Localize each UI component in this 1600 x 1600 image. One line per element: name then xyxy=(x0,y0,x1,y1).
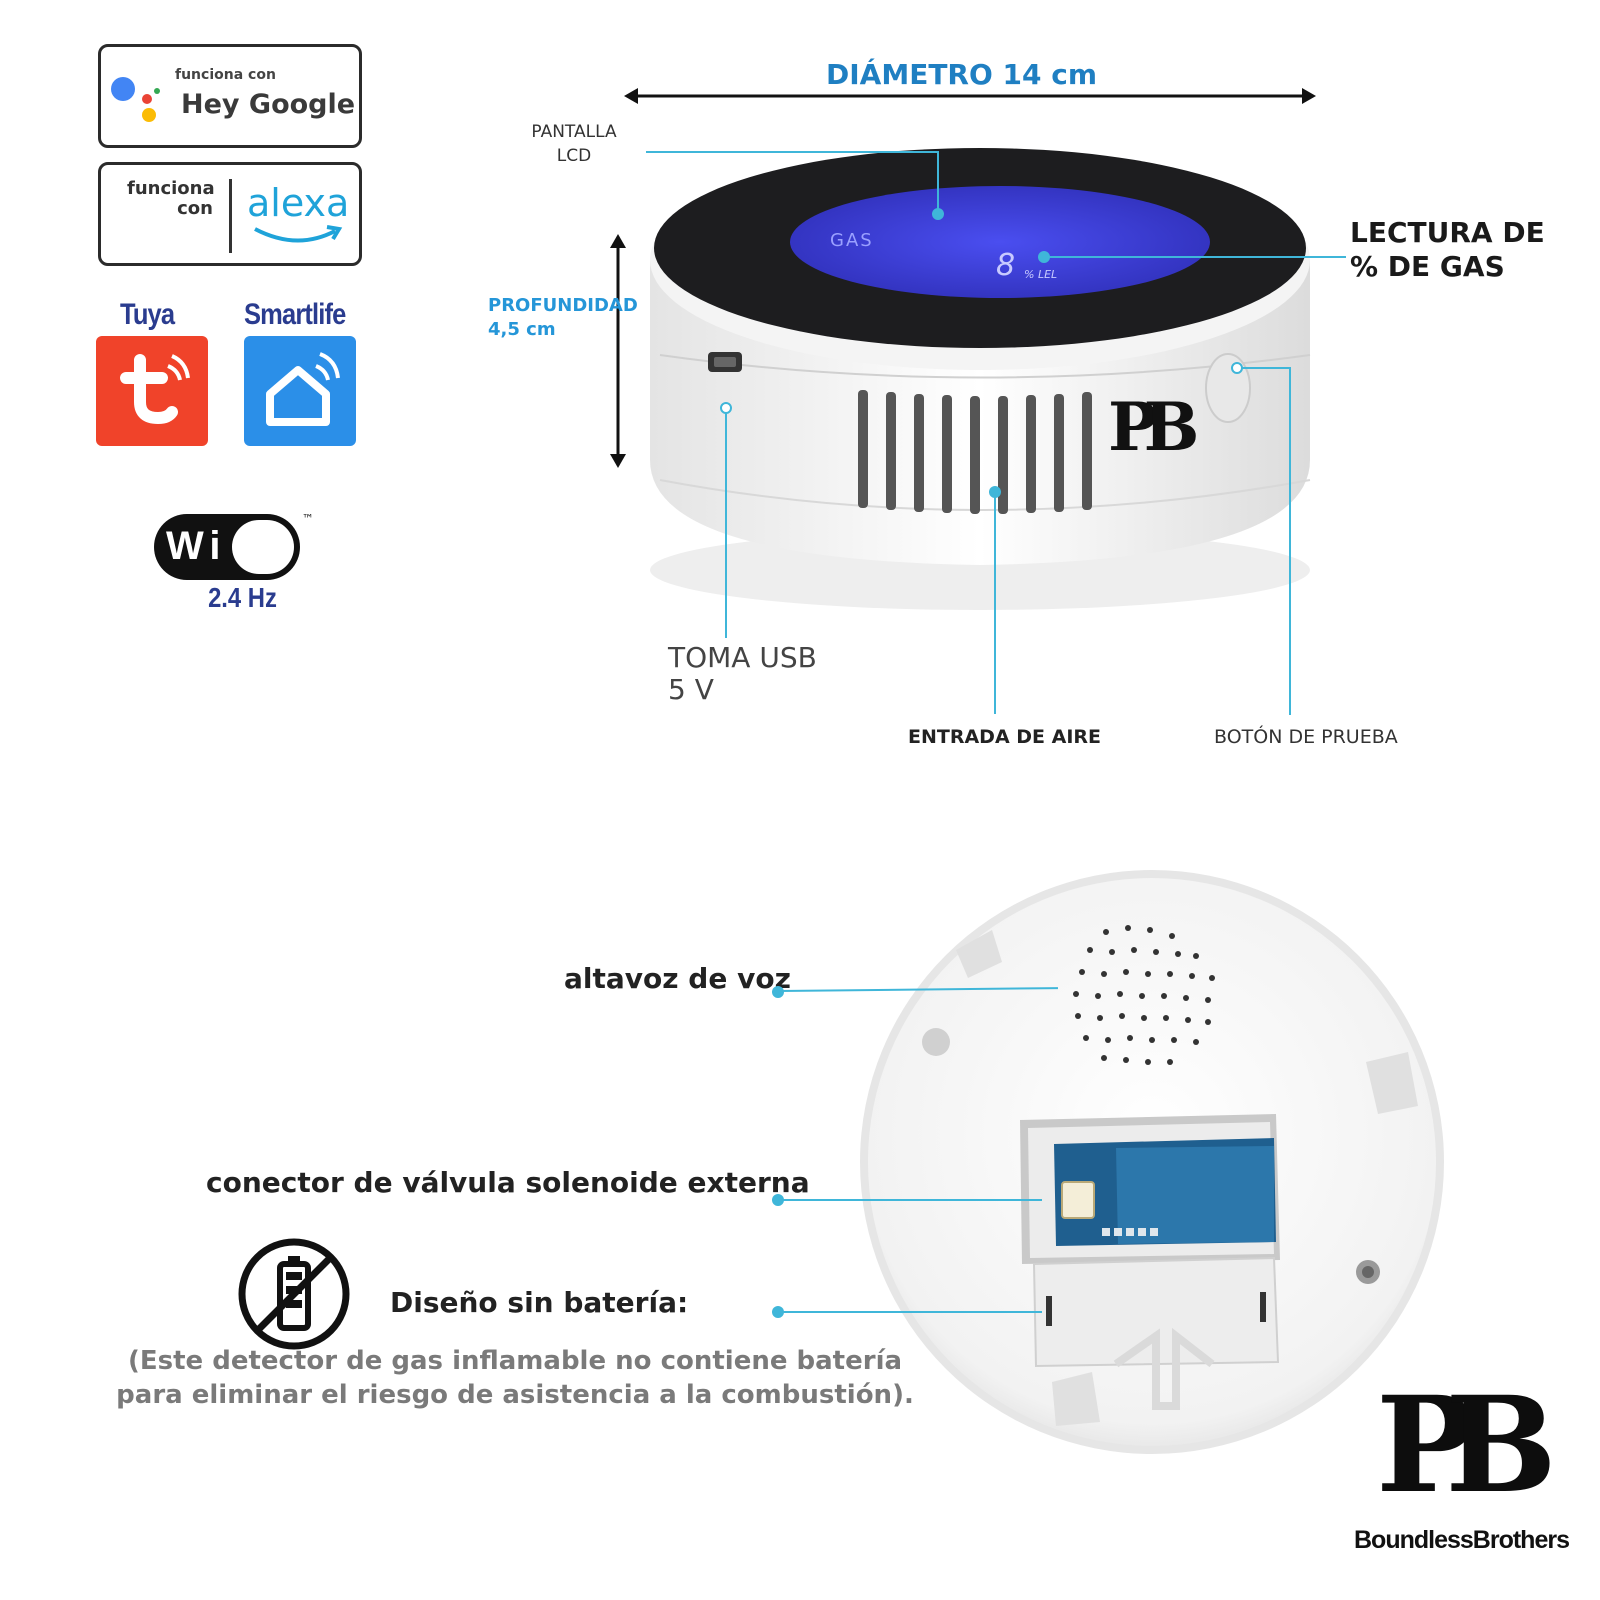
wifi-frequency: 2.4 Hz xyxy=(208,582,277,613)
tuya-app-icon xyxy=(96,336,208,446)
wifi-logo-inner xyxy=(232,520,294,574)
tuya-t-icon xyxy=(120,354,190,425)
alexa-smile-icon xyxy=(254,225,343,243)
air-inlet-label: ENTRADA DE AIRE xyxy=(908,726,1102,748)
lcd-leader-h xyxy=(646,151,938,153)
test-leader-h xyxy=(1242,367,1290,369)
lcd-leader-v xyxy=(937,151,939,213)
test-button-label: BOTÓN DE PRUEBA xyxy=(1214,726,1398,748)
gas-detector-bottom-view xyxy=(860,870,1444,1454)
valve-connector-label: conector de válvula solenoide externa xyxy=(206,1166,810,1199)
hey-google-badge: funciona con Hey Google xyxy=(98,44,362,148)
no-battery-icon xyxy=(238,1238,350,1350)
depth-arrow xyxy=(610,234,626,468)
hey-google-text: Hey Google xyxy=(181,89,356,120)
lcd-digit: 8 xyxy=(996,248,1016,283)
lcd-leader-dot xyxy=(932,208,944,220)
alexa-divider xyxy=(229,179,232,253)
valve-leader-dot xyxy=(772,1194,784,1206)
depth-value: 4,5 cm xyxy=(488,319,556,340)
air-leader-dot xyxy=(989,486,1001,498)
speaker-leader-dot xyxy=(772,986,784,998)
lcd-label: PANTALLA LCD xyxy=(531,122,617,166)
alexa-badge: funciona con alexa xyxy=(98,162,362,266)
brand-logo: PB xyxy=(1376,1368,1557,1523)
diameter-label: DIÁMETRO 14 cm xyxy=(826,58,1098,91)
diameter-arrow xyxy=(624,88,1316,104)
battery-free-note: (Este detector de gas inflamable no cont… xyxy=(116,1346,914,1410)
wifi-logo: Wi Fi xyxy=(154,514,300,580)
wifi-tm: ™ xyxy=(302,512,314,526)
gas-reading-dot xyxy=(1038,251,1050,263)
device-brand-logo: PB xyxy=(1108,388,1199,466)
google-works-with-text: funciona con xyxy=(175,67,276,83)
smartlife-app-icon xyxy=(244,336,356,446)
alexa-works-with-text: funciona con xyxy=(127,178,215,219)
lcd-unit: % LEL xyxy=(1024,268,1058,281)
gas-detector-top-view xyxy=(650,148,1311,610)
air-leader xyxy=(994,494,996,714)
usb-leader xyxy=(725,412,727,638)
gas-reading-label: LECTURA DE % DE GAS xyxy=(1350,216,1545,283)
usb-label: TOMA USB 5 V xyxy=(668,641,817,706)
house-wifi-icon xyxy=(266,352,340,426)
lcd-gas-text: GAS xyxy=(830,230,874,251)
wifi-logo-text: Wi Fi xyxy=(166,524,292,568)
tuya-label: Tuya xyxy=(120,298,175,331)
speaker-label: altavoz de voz xyxy=(564,962,791,995)
depth-label: PROFUNDIDAD xyxy=(488,295,638,316)
battery-free-label: Diseño sin batería: xyxy=(390,1286,689,1319)
brand-name: BoundlessBrothers xyxy=(1354,1526,1570,1554)
alexa-wordmark: alexa xyxy=(247,181,350,225)
valve-leader xyxy=(780,1199,1042,1201)
gas-reading-leader xyxy=(1044,256,1346,258)
google-assistant-icon xyxy=(111,77,160,122)
battery-leader-dot xyxy=(772,1306,784,1318)
smartlife-label: Smartlife xyxy=(244,298,346,331)
test-leader-v xyxy=(1289,367,1291,715)
battery-leader xyxy=(780,1311,1042,1313)
